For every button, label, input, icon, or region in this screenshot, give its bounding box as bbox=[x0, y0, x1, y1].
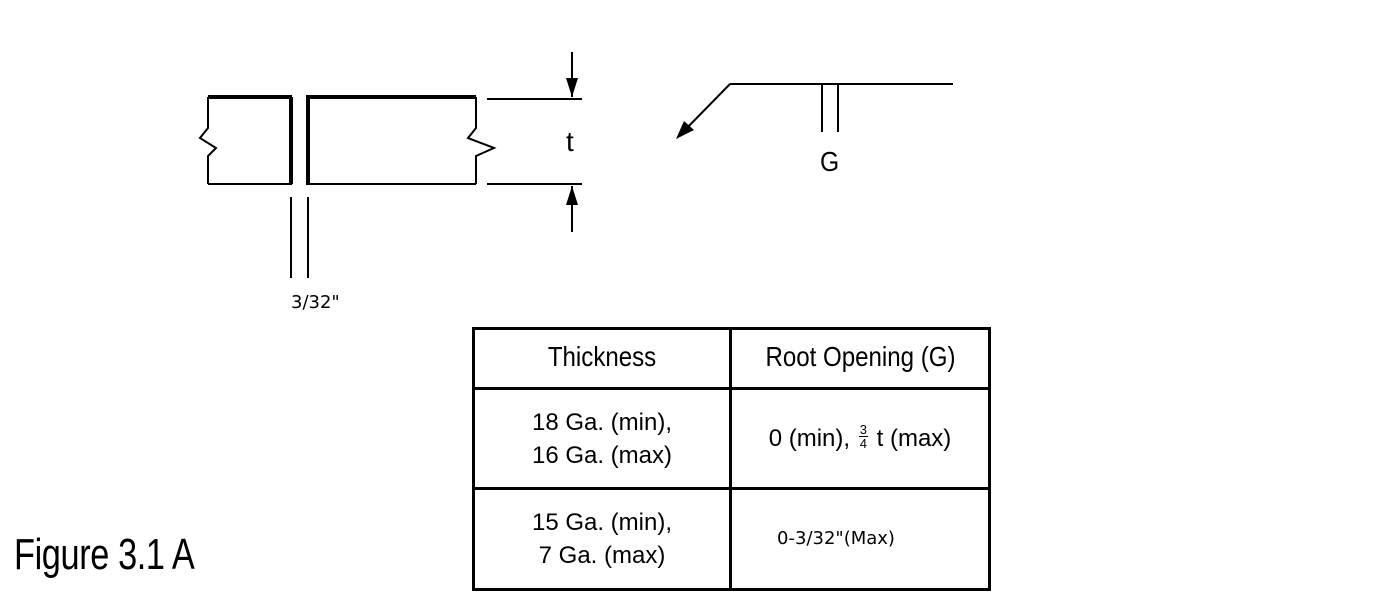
root-opening-symbol-label: G bbox=[820, 146, 840, 177]
root-opening-table: Thickness Root Opening (G) 18 Ga. (min),… bbox=[472, 327, 991, 591]
header-thickness: Thickness bbox=[472, 327, 732, 390]
left-plate bbox=[198, 95, 293, 185]
thickness-label: t bbox=[566, 126, 574, 157]
right-plate bbox=[306, 95, 497, 185]
weld-arrowhead bbox=[676, 121, 694, 139]
gap-dimension-label: 3/32" bbox=[291, 292, 340, 313]
thickness-arrow-up bbox=[566, 186, 578, 205]
weld-symbol bbox=[681, 83, 953, 134]
table-row: 15 Ga. (min), 7 Ga. (max) 0-3/32"(Max) bbox=[472, 487, 991, 591]
figure-caption: Figure 3.1 A bbox=[14, 530, 195, 579]
gap-extension-lines bbox=[290, 197, 309, 278]
thickness-arrow-down bbox=[566, 78, 578, 97]
header-root-opening: Root Opening (G) bbox=[729, 327, 991, 390]
thickness-cell: 15 Ga. (min), 7 Ga. (max) bbox=[472, 487, 732, 591]
root-opening-cell: 0-3/32"(Max) bbox=[729, 487, 991, 591]
table-header-row: Thickness Root Opening (G) bbox=[472, 327, 991, 390]
thickness-cell: 18 Ga. (min), 16 Ga. (max) bbox=[472, 387, 732, 490]
